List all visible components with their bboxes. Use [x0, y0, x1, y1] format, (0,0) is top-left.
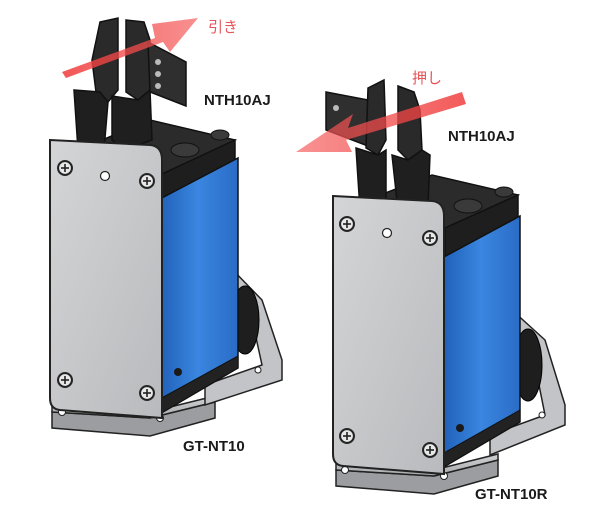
push-direction-label: 押し	[412, 69, 443, 87]
left-cutter-blades	[73, 17, 187, 151]
right-stand-model-label: GT-NT10R	[475, 486, 548, 503]
left-cutter-model-label: NTH10AJ	[204, 92, 271, 109]
right-unit	[296, 78, 566, 495]
right-base-plate	[335, 453, 499, 495]
left-front-plate	[49, 138, 163, 420]
left-pull-arrow	[62, 18, 198, 78]
right-front-plate	[332, 194, 445, 476]
right-push-arrow	[296, 92, 466, 152]
right-cutter-model-label: NTH10AJ	[448, 128, 515, 145]
pull-direction-label: 引き	[208, 18, 239, 36]
right-stand-bracket	[489, 308, 566, 457]
left-unit	[49, 17, 283, 437]
left-stand-model-label: GT-NT10	[183, 438, 245, 455]
left-body-side	[157, 156, 239, 417]
